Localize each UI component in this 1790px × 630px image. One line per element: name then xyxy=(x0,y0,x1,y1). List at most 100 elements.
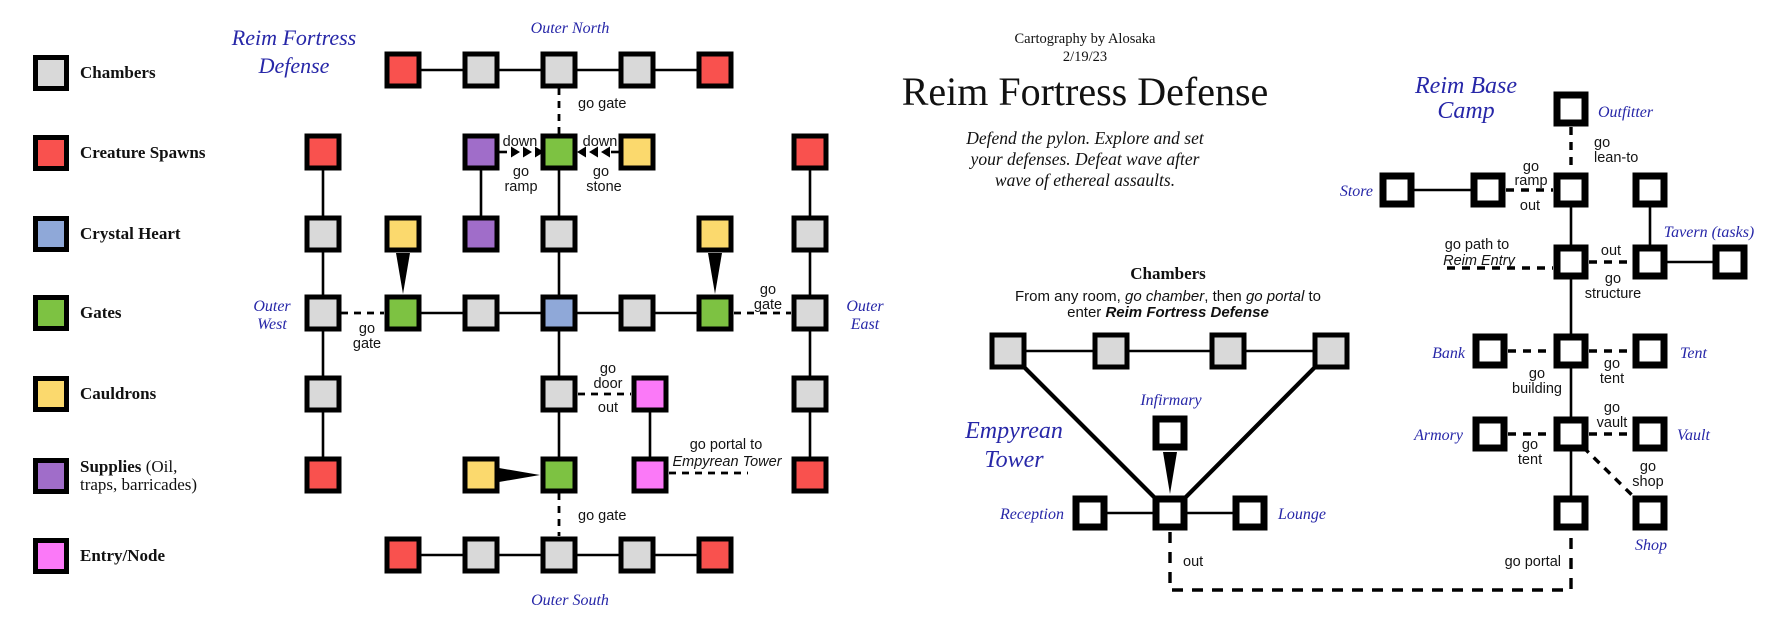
edge-label: go portal xyxy=(1505,554,1561,570)
node-chamber xyxy=(462,294,500,332)
base-camp-title-line2: Camp xyxy=(1437,98,1495,124)
base-camp-title: Reim Base Camp xyxy=(1366,74,1566,124)
node-room xyxy=(1632,416,1668,452)
chambers-heading: Chambers xyxy=(1130,264,1206,283)
edge-label: ramp xyxy=(504,179,537,195)
node-room xyxy=(1553,244,1589,280)
map-edge-dashed xyxy=(1581,445,1639,502)
empyrean-tower-title: Empyrean Tower xyxy=(914,417,1114,475)
chambers-instruction-line2: enter Reim Fortress Defense xyxy=(968,305,1368,321)
node-room xyxy=(1472,333,1508,369)
empyrean-tower-title-line1: Empyrean xyxy=(965,418,1063,444)
place-label: Armory xyxy=(1413,427,1464,444)
node-room xyxy=(1632,333,1668,369)
arrowhead-right-icon xyxy=(511,146,520,158)
edge-label: go xyxy=(1594,135,1610,151)
place-label: Outer South xyxy=(531,592,609,609)
node-entry xyxy=(631,456,669,494)
map-description: Defend the pylon. Explore and set your d… xyxy=(885,128,1285,191)
node-spawn xyxy=(384,51,422,89)
node-room xyxy=(1379,172,1415,208)
edge-label: go xyxy=(1529,366,1545,382)
empyrean-tower-title-line2: Tower xyxy=(984,447,1044,473)
node-cauldron xyxy=(618,133,656,171)
node-chamber xyxy=(618,536,656,574)
cartography-credit: Cartography by Alosaka xyxy=(1014,31,1156,47)
node-room xyxy=(1712,244,1748,280)
place-label: Reception xyxy=(999,506,1064,523)
node-chamber xyxy=(462,51,500,89)
edge-label: out xyxy=(1601,243,1621,259)
place-label: Lounge xyxy=(1277,506,1326,523)
edge-label: out xyxy=(1520,198,1540,214)
node-room xyxy=(1553,416,1589,452)
edge-label: go path to xyxy=(1445,237,1510,253)
place-label: Vault xyxy=(1677,427,1710,444)
node-cauldron xyxy=(696,215,734,253)
node-entry xyxy=(631,375,669,413)
base-camp-title-line1: Reim Base xyxy=(1415,73,1517,99)
node-chamber xyxy=(791,375,829,413)
instruction-part: Reim Fortress Defense xyxy=(1105,304,1269,321)
arrowhead-right-icon xyxy=(523,146,532,158)
place-label: Tavern (tasks) xyxy=(1664,224,1755,241)
node-spawn xyxy=(696,536,734,574)
node-supply xyxy=(462,215,500,253)
node-supply xyxy=(462,133,500,171)
pour-wedge xyxy=(708,253,722,294)
chambers-instruction-line1: From any room, go chamber, then go porta… xyxy=(968,289,1368,305)
arrowhead-left-icon xyxy=(601,146,610,158)
legend-item-crystal-heart: Crystal Heart xyxy=(33,214,181,254)
instruction-part: , then xyxy=(1204,288,1246,305)
node-room xyxy=(1632,495,1668,531)
edge-label: gate xyxy=(754,297,782,313)
edge-label: Empyrean Tower xyxy=(672,454,782,470)
node-chamber xyxy=(304,375,342,413)
edge-label: go xyxy=(593,164,609,180)
edge-label: vault xyxy=(1597,415,1628,431)
node-gate xyxy=(540,133,578,171)
edge-label: out xyxy=(598,400,618,416)
legend-item-entry-node: Entry/Node xyxy=(33,536,165,576)
node-chamber xyxy=(540,536,578,574)
node-cauldron xyxy=(384,215,422,253)
node-chamber xyxy=(989,332,1027,370)
main-title: Reim Fortress Defense xyxy=(901,69,1269,114)
legend-label: Chambers xyxy=(80,63,156,82)
pour-wedge xyxy=(396,253,410,294)
node-spawn xyxy=(791,456,829,494)
legend-swatch-spawn xyxy=(33,135,69,171)
chambers-note: Chambers From any room, go chamber, then… xyxy=(968,264,1368,321)
node-heart xyxy=(540,294,578,332)
node-cauldron xyxy=(462,456,500,494)
node-gate xyxy=(384,294,422,332)
center-header: Cartography by Alosaka 2/19/23 Reim Fort… xyxy=(885,30,1285,191)
node-room xyxy=(1152,415,1188,451)
node-room xyxy=(1152,495,1188,531)
edge-label: go xyxy=(1522,437,1538,453)
place-label: Shop xyxy=(1635,537,1667,554)
node-room xyxy=(1632,172,1668,208)
instruction-part: go portal xyxy=(1245,288,1305,305)
place-label: Outer xyxy=(846,298,884,315)
legend-item-gates: Gates xyxy=(33,293,122,333)
description-line2: your defenses. Defeat wave after xyxy=(970,149,1200,169)
legend-swatch-chamber xyxy=(33,55,69,91)
pour-wedge xyxy=(1163,452,1177,494)
edge-label: go xyxy=(1523,159,1539,175)
node-chamber xyxy=(304,294,342,332)
legend-label: Gates xyxy=(80,303,122,322)
place-label: Infirmary xyxy=(1139,392,1202,409)
edge-label: door xyxy=(593,376,622,392)
node-room xyxy=(1472,416,1508,452)
map-edge xyxy=(1168,349,1333,515)
place-label: West xyxy=(257,316,287,333)
arrowhead-left-icon xyxy=(589,146,598,158)
legend-item-supplies: Supplies (Oil,traps, barricades) xyxy=(33,456,197,496)
legend-swatch-gate xyxy=(33,295,69,331)
portal-path xyxy=(1168,532,1573,592)
place-label: Store xyxy=(1340,183,1373,200)
edge-label: shop xyxy=(1632,474,1663,490)
node-chamber xyxy=(1209,332,1247,370)
